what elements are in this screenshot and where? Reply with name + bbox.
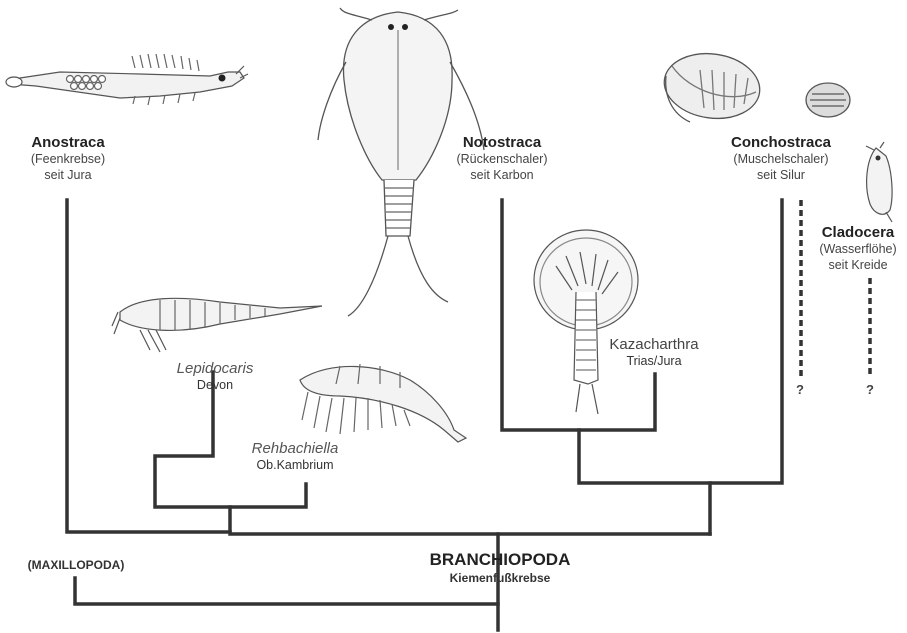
cladocera-common: (Wasserflöhe): [810, 242, 906, 257]
uncertain-mark-2: ?: [866, 382, 874, 397]
conchostraca-common: (Muschelschaler): [716, 152, 846, 167]
notostraca-label: Notostraca (Rückenschaler) seit Karbon: [446, 134, 558, 183]
anostraca-label: Anostraca (Feenkrebse) seit Jura: [16, 134, 120, 183]
branchiopoda-label: BRANCHIOPODA Kiemenfußkrebse: [400, 550, 600, 585]
kazacharthra-age: Trias/Jura: [596, 354, 712, 369]
lepidocaris-label: Lepidocaris Devon: [160, 360, 270, 394]
lepidocaris-drawing: [112, 298, 322, 352]
branchiopoda-stem-join: [230, 507, 710, 534]
conchostraca-age: seit Silur: [716, 168, 846, 183]
rehbachiella-label: Rehbachiella Ob.Kambrium: [240, 440, 350, 474]
notostraca-name: Notostraca: [446, 134, 558, 152]
notostraca-age: seit Karbon: [446, 168, 558, 183]
branchiopoda-common: Kiemenfußkrebse: [400, 571, 600, 586]
rehbachiella-name: Rehbachiella: [240, 440, 350, 458]
anostraca-name: Anostraca: [16, 134, 120, 152]
lepidocaris-name: Lepidocaris: [160, 360, 270, 378]
kazacharthra-name: Kazacharthra: [596, 336, 712, 354]
notostraca-common: (Rückenschaler): [446, 152, 558, 167]
anostraca-age: seit Jura: [16, 168, 120, 183]
kazacharthra-label: Kazacharthra Trias/Jura: [596, 336, 712, 370]
cladocera-age: seit Kreide: [810, 258, 906, 273]
kazacharthra-drawing: [534, 230, 638, 414]
anostraca-drawing: [6, 54, 248, 105]
cladocera-label: Cladocera (Wasserflöhe) seit Kreide: [810, 224, 906, 273]
rehbachiella-drawing: [300, 364, 466, 442]
cladocera-name: Cladocera: [810, 224, 906, 242]
conchostraca-drawing: [660, 48, 850, 125]
lepidocaris-age: Devon: [160, 378, 270, 393]
rehbachiella-age: Ob.Kambrium: [240, 458, 350, 473]
conchostraca-name: Conchostraca: [716, 134, 846, 152]
conchostraca-label: Conchostraca (Muschelschaler) seit Silur: [716, 134, 846, 183]
maxillopoda-label: (MAXILLOPODA): [8, 558, 144, 573]
cladocera-drawing: [866, 142, 892, 222]
anostraca-common: (Feenkrebse): [16, 152, 120, 167]
branchiopoda-name: BRANCHIOPODA: [400, 550, 600, 571]
uncertain-mark-1: ?: [796, 382, 804, 397]
